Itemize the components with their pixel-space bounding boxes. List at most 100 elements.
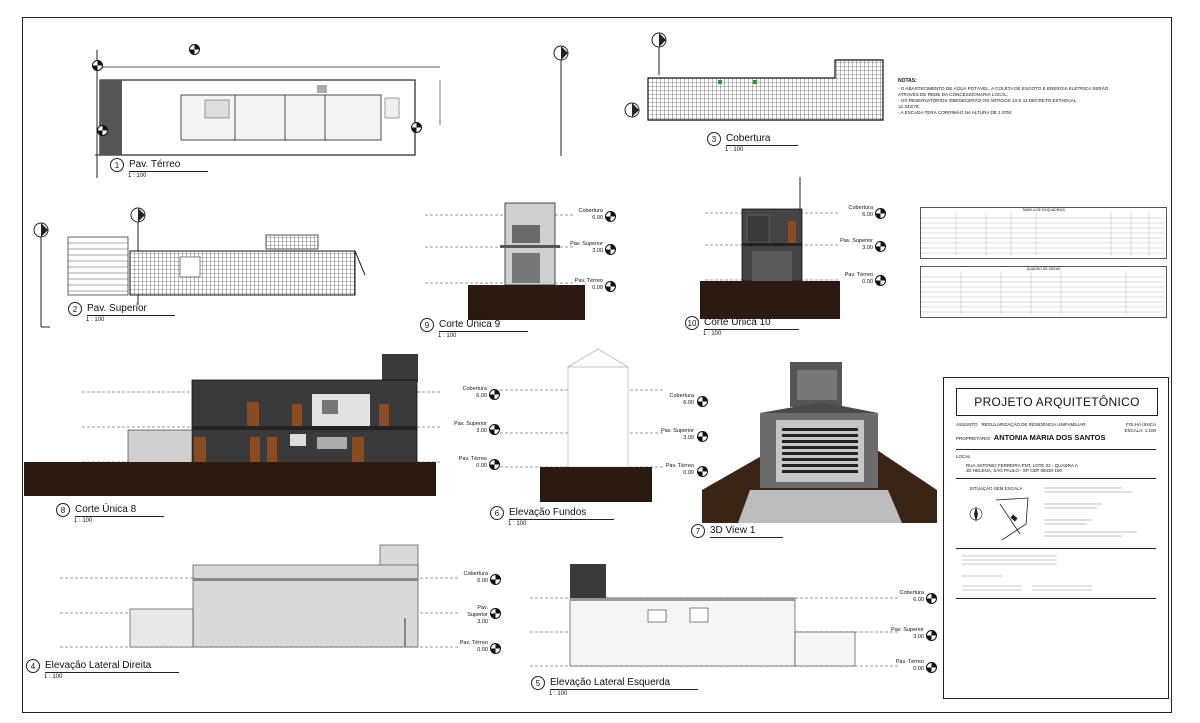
table-grid — [921, 271, 1164, 315]
level-label: Pav. Superior 3.00 — [563, 241, 603, 255]
level-name: Cobertura — [578, 208, 603, 214]
level-label: Pav. Superior 3.00 — [445, 421, 487, 435]
level-value: 6.00 — [592, 215, 603, 221]
level-name: Cobertura — [463, 571, 488, 577]
plan-cobertura — [624, 32, 884, 121]
level-value: 6.00 — [862, 212, 873, 218]
level-label: Cobertura 6.00 — [445, 386, 487, 400]
section-9 — [425, 202, 585, 320]
view-title-4: 4 Elevação Lateral Direita 1 : 100 — [26, 659, 180, 680]
view-title-10: 10 Corte Única 10 1 : 100 — [685, 316, 799, 337]
level-value: 3.00 — [592, 248, 603, 254]
level-marker-icon — [926, 662, 937, 673]
view-3d — [702, 362, 937, 523]
view-name: Elevação Lateral Esquerda — [550, 677, 699, 690]
areas-table: QUADRO DE ÁREAS — [920, 266, 1167, 318]
view-number: 2 — [68, 302, 82, 316]
openings-table: TABELA DE ESQUADRIAS — [920, 207, 1167, 259]
level-marker-icon — [489, 459, 500, 470]
proprietario-value: ANTONIA MARIA DOS SANTOS — [993, 433, 1106, 442]
level-name: Pav. Superior — [661, 428, 694, 434]
elevation-left — [530, 564, 900, 667]
level-name: Cobertura — [669, 393, 694, 399]
view-number: 10 — [685, 316, 699, 330]
view-title-8: 8 Corte Única 8 1 : 100 — [56, 503, 165, 524]
level-name: Pav. Térreo — [459, 640, 488, 646]
level-label: Pav. Térreo 0.00 — [658, 463, 694, 477]
level-label: Pav. Térreo 0.00 — [445, 456, 487, 470]
local-line2: JD HELENA, SÃO PAULO - SP CEP 08430-150 — [966, 468, 1063, 473]
situacao-label: SITUAÇÃO SEM ESCALA — [969, 486, 1023, 491]
view-title-2: 2 Pav. Superior 1 : 100 — [68, 302, 175, 323]
table-title: TABELA DE ESQUADRIAS — [1022, 208, 1065, 212]
view-title-9: 9 Corte Única 9 1 : 100 — [420, 318, 529, 339]
notes-line: - O ABASTECIMENTO DE ÁGUA POTÁVEL, A COL… — [898, 86, 1109, 91]
level-value: 0.00 — [477, 647, 488, 653]
assunto-value: REGULARIZAÇÃO DE RESIDÊNCIA UNIFAMILIAR — [981, 422, 1086, 427]
level-marker-icon — [605, 281, 616, 292]
table-grid — [921, 212, 1164, 256]
level-marker-icon — [605, 244, 616, 255]
elevation-back — [500, 348, 665, 502]
level-label: Pav. Superior 3.00 — [658, 428, 694, 442]
area-summary — [962, 555, 1092, 591]
section-line-marker — [553, 45, 569, 156]
level-name: Pav. Superior — [454, 421, 487, 427]
view-number: 4 — [26, 659, 40, 673]
level-label: Pav. Térreo 0.00 — [835, 272, 873, 286]
notes-title: NOTAS: — [898, 78, 917, 84]
level-marker-icon — [697, 466, 708, 477]
local-row: LOCAL RUA ANTONIO FERREIRA PNT, LOTE 02 … — [956, 454, 1156, 474]
divider — [956, 478, 1156, 479]
view-title-1: 1 Pav. Térreo 1 : 100 — [110, 158, 209, 179]
divider — [956, 449, 1156, 450]
plan-terreo — [95, 50, 441, 178]
level-name: Pav. Térreo — [665, 463, 694, 469]
folha-label: FOLHA ÚNICA — [1125, 422, 1156, 427]
level-label: Pav. Superior 3.00 — [888, 627, 924, 641]
notes-line: ATRAVÉS DE REDE DA CONCESSIONÁRIA LOCAL; — [898, 92, 1009, 97]
level-name: Pav. Superior — [570, 241, 603, 247]
view-scale: 1 : 100 — [725, 147, 744, 153]
view-title-5: 5 Elevação Lateral Esquerda 1 : 100 — [531, 676, 699, 697]
level-value: 0.00 — [862, 279, 873, 285]
view-name: Pav. Térreo — [129, 159, 209, 172]
level-value: 0.00 — [476, 463, 487, 469]
level-value: 3.00 — [683, 435, 694, 441]
view-number: 7 — [691, 524, 705, 538]
table-title: QUADRO DE ÁREAS — [1026, 267, 1061, 271]
proprietario-label: PROPRIETÁRIO — [956, 436, 991, 441]
level-value: 6.00 — [477, 578, 488, 584]
view-name: Corte Única 10 — [704, 317, 799, 330]
notes-line: - A ESCADA TERÁ CORRIMÃO NA ALTURA DE 1.… — [898, 110, 1013, 115]
level-value: 3.00 — [913, 634, 924, 640]
level-label: Pav. Térreo 0.00 — [563, 278, 603, 292]
level-name: Pav. Térreo — [458, 456, 487, 462]
local-label: LOCAL — [956, 454, 971, 459]
view-name: Corte Única 8 — [75, 504, 165, 517]
view-number: 5 — [531, 676, 545, 690]
view-scale: 1 : 100 — [44, 674, 63, 680]
level-name: Cobertura — [848, 205, 873, 211]
view-number: 1 — [110, 158, 124, 172]
elevation-right — [60, 544, 460, 648]
level-value: 6.00 — [683, 400, 694, 406]
section-8 — [24, 354, 442, 496]
level-value: 3.00 — [476, 428, 487, 434]
signature-lines — [1044, 487, 1137, 537]
divider — [956, 598, 1156, 599]
section-marker-icon — [92, 60, 103, 71]
level-label: Cobertura 6.00 — [563, 208, 603, 222]
escala-label: ESCALA: 1:100 — [1124, 428, 1156, 433]
view-name: Elevação Fundos — [509, 507, 615, 520]
level-label: Pav. Superior 3.00 — [456, 605, 488, 626]
view-name: Corte Única 9 — [439, 319, 529, 332]
section-marker-icon — [97, 125, 108, 136]
proprietario-row: PROPRIETÁRIO ANTONIA MARIA DOS SANTOS — [956, 433, 1156, 442]
level-marker-icon — [490, 643, 501, 654]
view-scale: 1 : 100 — [703, 331, 722, 337]
level-label: Pav. Térreo 0.00 — [888, 659, 924, 673]
view-name: Cobertura — [726, 133, 799, 146]
level-marker-icon — [926, 630, 937, 641]
level-label: Cobertura 6.00 — [658, 393, 694, 407]
